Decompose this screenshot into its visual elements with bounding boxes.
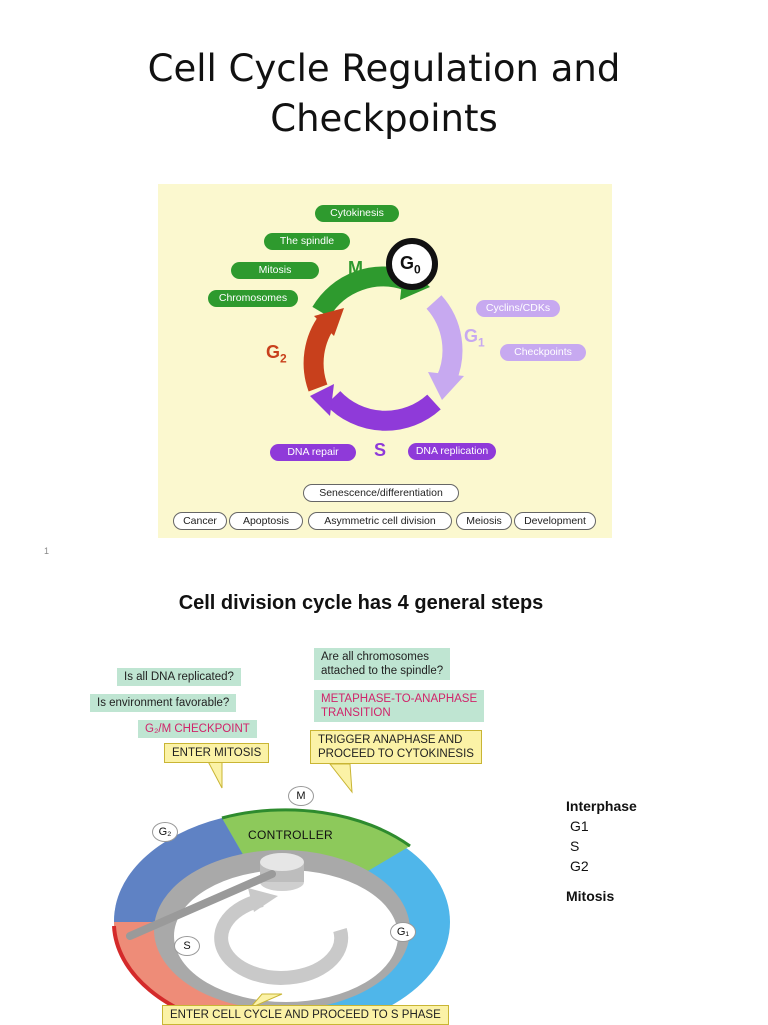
phase-g2: G2	[266, 342, 287, 366]
phase-list-interphase: Interphase	[566, 798, 637, 814]
spindle-check-line-1: Are all chromosomes	[321, 651, 430, 663]
slide2-title: Cell division cycle has 4 general steps	[178, 592, 544, 614]
meta-ana-line-2: TRANSITION	[321, 707, 391, 719]
g2m-checkpoint-label: G₂/M CHECKPOINT	[138, 720, 257, 738]
phase-list-g2: G2	[570, 858, 589, 874]
pill-mitosis: Mitosis	[231, 262, 319, 279]
trigger-line-1: TRIGGER ANAPHASE AND	[318, 734, 463, 746]
phase-list-mitosis: Mitosis	[566, 888, 615, 904]
controller-label: CONTROLLER	[248, 828, 334, 842]
phase-s: S	[374, 440, 387, 460]
phase-list: Interphase G1 S G2 Mitosis	[566, 796, 637, 906]
pill-dna-replication: DNA replication	[408, 443, 496, 460]
spindle-check: Are all chromosomes attached to the spin…	[314, 648, 451, 680]
phase-list-g1: G1	[570, 818, 589, 834]
phase-m: M	[348, 258, 363, 278]
phase-g1: G1	[464, 326, 485, 350]
pill-dna-repair: DNA repair	[270, 444, 356, 461]
phase-g0: G0	[400, 253, 421, 277]
pill-senescence: Senescence/differentiation	[303, 484, 459, 502]
title-line-2: Checkpoints	[270, 97, 498, 140]
pill-chromosomes: Chromosomes	[208, 290, 298, 307]
meta-ana-line-1: METAPHASE-TO-ANAPHASE	[321, 693, 478, 705]
controller-ring-graphic	[112, 749, 450, 1024]
cell-cycle-diagram: Cytokinesis The spindle Mitosis Chromoso…	[158, 184, 612, 538]
pill-cytokinesis: Cytokinesis	[315, 205, 399, 222]
title-line-1: Cell Cycle Regulation and	[147, 47, 621, 90]
pill-asymmetric-division: Asymmetric cell division	[308, 512, 452, 530]
pill-cyclins-cdks: Cyclins/CDKs	[476, 300, 560, 317]
page-number: 1	[44, 546, 50, 556]
check-dna-replicated: Is all DNA replicated?	[117, 668, 241, 686]
enter-cell-cycle-label: ENTER CELL CYCLE AND PROCEED TO S PHASE	[162, 1005, 449, 1025]
segment-m-label: M	[288, 786, 314, 806]
pill-apoptosis: Apoptosis	[229, 512, 303, 530]
segment-g2-label: G₂	[152, 822, 178, 842]
cycle-arrows-graphic	[303, 238, 464, 431]
slide-title: Cell Cycle Regulation and Checkpoints	[0, 44, 768, 144]
controller-diagram: Is all DNA replicated? Is environment fa…	[0, 630, 768, 1025]
segment-g1-label: G₁	[390, 922, 416, 942]
pill-development: Development	[514, 512, 596, 530]
pill-spindle: The spindle	[264, 233, 350, 250]
pill-checkpoints: Checkpoints	[500, 344, 586, 361]
trigger-anaphase-label: TRIGGER ANAPHASE AND PROCEED TO CYTOKINE…	[310, 730, 482, 764]
phase-list-s: S	[570, 838, 580, 854]
segment-s-label: S	[174, 936, 200, 956]
spindle-check-line-2: attached to the spindle?	[321, 665, 444, 677]
trigger-line-2: PROCEED TO CYTOKINESIS	[318, 748, 474, 760]
pill-meiosis: Meiosis	[456, 512, 512, 530]
check-environment: Is environment favorable?	[90, 694, 237, 712]
enter-mitosis-label: ENTER MITOSIS	[164, 743, 270, 763]
pill-cancer: Cancer	[173, 512, 227, 530]
metaphase-anaphase-label: METAPHASE-TO-ANAPHASE TRANSITION	[314, 690, 485, 722]
